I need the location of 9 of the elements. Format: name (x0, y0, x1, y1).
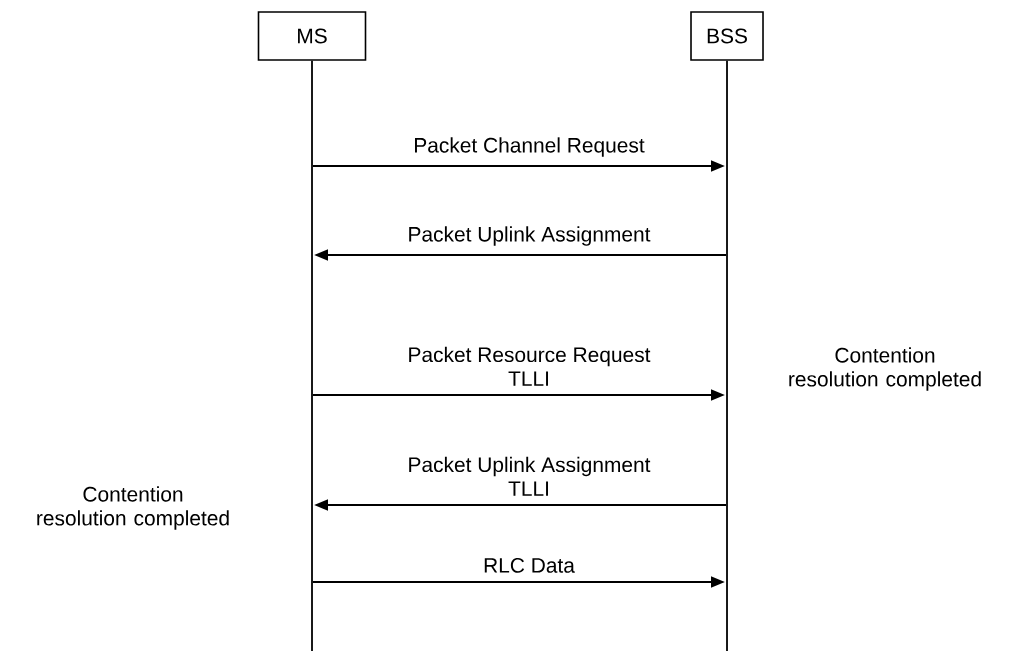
note-text: Contention resolution completed (789, 347, 981, 391)
participant-box: MS (257, 11, 367, 61)
participant-box: BSS (690, 11, 764, 61)
note-text: Contention resolution completed (37, 486, 229, 530)
edge-label: Packet Uplink Assignment TLLI (409, 456, 651, 496)
edge-label: Packet Uplink Assignment (409, 226, 651, 246)
edge-label: Packet Resource Request TLLI (409, 346, 651, 386)
edge-label: RLC Data (484, 558, 575, 573)
edge-label: Packet Channel Request (415, 137, 645, 157)
